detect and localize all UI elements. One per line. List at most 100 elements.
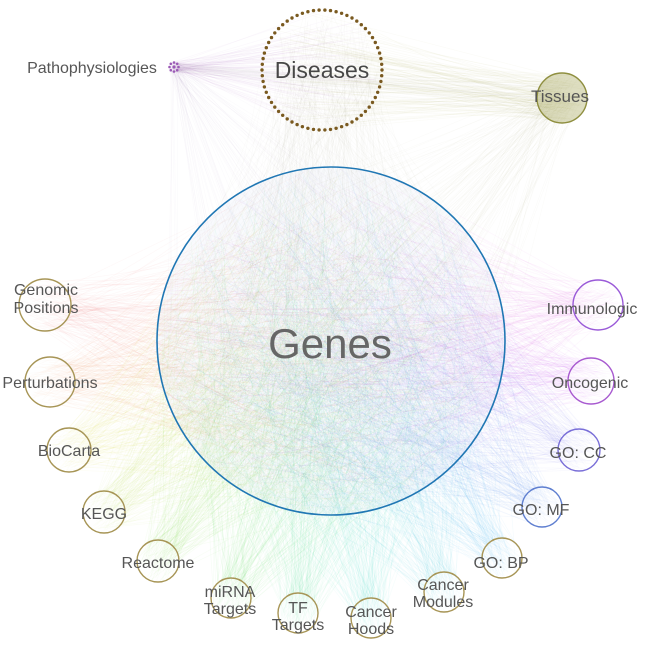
node-label-go_bp: GO: BP [473, 555, 528, 572]
node-cancer_modules[interactable] [423, 571, 465, 613]
ring-dot [295, 122, 299, 127]
ring-dot [311, 127, 316, 132]
node-label-tf_targets-line1: TF [288, 600, 308, 617]
ring-dot [367, 105, 371, 109]
edge-fan-genes-biocarta [49, 169, 483, 508]
node-circle-tissues [536, 72, 588, 124]
ring-dot [323, 8, 327, 12]
node-label-tissues: Tissues [531, 87, 589, 106]
node-circle-genes [156, 166, 506, 516]
cluster-dot [177, 65, 180, 69]
ring-dot [380, 74, 384, 78]
edge-fan-genes-kegg [83, 171, 484, 532]
ring-dot [306, 10, 310, 14]
node-go_bp[interactable] [481, 537, 523, 579]
node-circle-tf_targets [277, 592, 319, 634]
ring-dot [276, 109, 281, 114]
node-pathophysiologies[interactable] [168, 61, 180, 73]
node-biocarta[interactable] [46, 427, 92, 473]
ring-dot [269, 100, 274, 105]
edge-fan-genes-oncogenic [158, 174, 613, 493]
edge-fan-diseases-pathophysiologies [169, 11, 380, 127]
node-label-cancer_modules-line1: Cancer [417, 577, 469, 594]
ring-dot [264, 46, 268, 50]
node-label-immunologic: Immunologic [547, 301, 638, 318]
ring-dot [334, 10, 338, 14]
node-go_cc[interactable] [557, 428, 601, 472]
ring-dot [264, 90, 268, 95]
node-tissues[interactable] [536, 72, 588, 124]
node-circle-mirna_targets [210, 577, 252, 619]
node-circle-cancer_hoods [350, 597, 392, 639]
cluster-dot [169, 62, 173, 66]
edge-fan-genes-mirna_targets [163, 169, 502, 618]
node-reactome[interactable] [136, 539, 180, 583]
node-circle-go_bp [481, 537, 523, 579]
node-label-biocarta: BioCarta [38, 443, 100, 460]
node-circle-perturbations [24, 356, 76, 408]
cluster-dot [169, 68, 173, 72]
ring-dot [345, 13, 349, 18]
node-circle-go_mf [521, 486, 563, 528]
ring-dot [311, 8, 316, 13]
ring-dot [323, 128, 327, 132]
edge-fan-genes-immunologic [165, 179, 622, 497]
node-genes[interactable] [156, 166, 506, 516]
ring-dot [317, 8, 321, 12]
ring-dot [300, 11, 305, 15]
ring-dot [367, 31, 371, 35]
ring-dot [262, 51, 267, 55]
node-label-go_mf: GO: MF [513, 502, 570, 519]
ring-dot [285, 117, 289, 121]
ring-dot [373, 40, 377, 45]
cluster-dot [172, 70, 176, 73]
node-circle-go_cc [557, 428, 601, 472]
node-circle-oncogenic [567, 357, 615, 405]
node-mirna_targets[interactable] [210, 577, 252, 619]
ring-dot [260, 74, 264, 78]
node-label-perturbations: Perturbations [2, 375, 97, 392]
node-perturbations[interactable] [24, 356, 76, 408]
ring-dot [355, 117, 359, 121]
ring-dot [317, 128, 321, 132]
ring-dot [379, 56, 383, 61]
ring-dot [379, 79, 383, 84]
edge-fan-genes-go_mf [170, 174, 563, 528]
edge-fan-genes-pathophysiologies [166, 61, 495, 506]
ring-dot [281, 113, 285, 118]
ring-dot [267, 95, 271, 100]
edge-fan-genes-tf_targets [162, 174, 505, 633]
node-label-oncogenic: Oncogenic [552, 375, 629, 392]
nodes-layer [18, 8, 624, 639]
node-label-tf_targets-line2: Targets [272, 617, 324, 634]
node-diseases[interactable] [260, 8, 384, 132]
ring-dot [373, 95, 377, 100]
ring-dot [359, 23, 363, 27]
edge-fan-genes-go_bp [161, 168, 522, 578]
ring-dot [261, 56, 265, 61]
node-label-pathophysiologies: Pathophysiologies [27, 60, 157, 77]
edge-fan-genes-genomic_positions [20, 171, 503, 513]
ring-dot [376, 90, 380, 95]
ring-dot [359, 113, 363, 118]
node-tf_targets[interactable] [277, 592, 319, 634]
edge-fan-genes-reactome [136, 187, 498, 582]
ring-dot [281, 23, 285, 27]
node-immunologic[interactable] [572, 279, 624, 331]
ring-dot [273, 31, 277, 35]
node-genomic_positions[interactable] [18, 278, 72, 332]
node-label-genomic_positions-line2: Positions [14, 300, 79, 317]
ring-dot [370, 35, 375, 40]
ring-dot [345, 122, 349, 127]
node-cancer_hoods[interactable] [350, 597, 392, 639]
node-go_mf[interactable] [521, 486, 563, 528]
ring-dot [262, 85, 267, 89]
node-kegg[interactable] [82, 490, 126, 534]
ring-dot [285, 19, 289, 23]
node-oncogenic[interactable] [567, 357, 615, 405]
ring-dot [328, 8, 333, 13]
node-label-diseases: Diseases [275, 57, 370, 83]
ring-dot [295, 13, 299, 18]
